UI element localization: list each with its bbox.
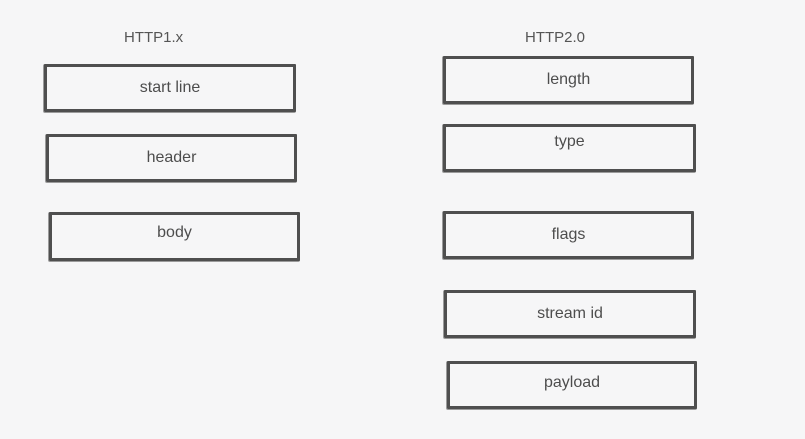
http2-stream-id-box: stream id [443, 290, 696, 339]
http2-stream-id-label: stream id [537, 305, 603, 322]
http2-type-label: type [554, 133, 585, 150]
http2-length-box: length [442, 56, 694, 105]
http2-title: HTTP2.0 [525, 29, 586, 46]
http2-flags-label: flags [551, 226, 586, 243]
http1-start-line-box: start line [43, 64, 296, 113]
http1-start-line-label: start line [139, 79, 201, 96]
http2-type-box: type [442, 124, 696, 173]
http2-length-label: length [546, 71, 591, 88]
http2-payload-label: payload [543, 374, 601, 391]
http2-flags-box: flags [442, 211, 694, 260]
http1-header-box: header [45, 134, 297, 183]
http1-body-box: body [48, 212, 300, 262]
http1-header-label: header [146, 149, 197, 166]
http1-title: HTTP1.x [124, 29, 184, 46]
http1-body-label: body [157, 223, 192, 241]
http2-payload-box: payload [446, 361, 697, 410]
